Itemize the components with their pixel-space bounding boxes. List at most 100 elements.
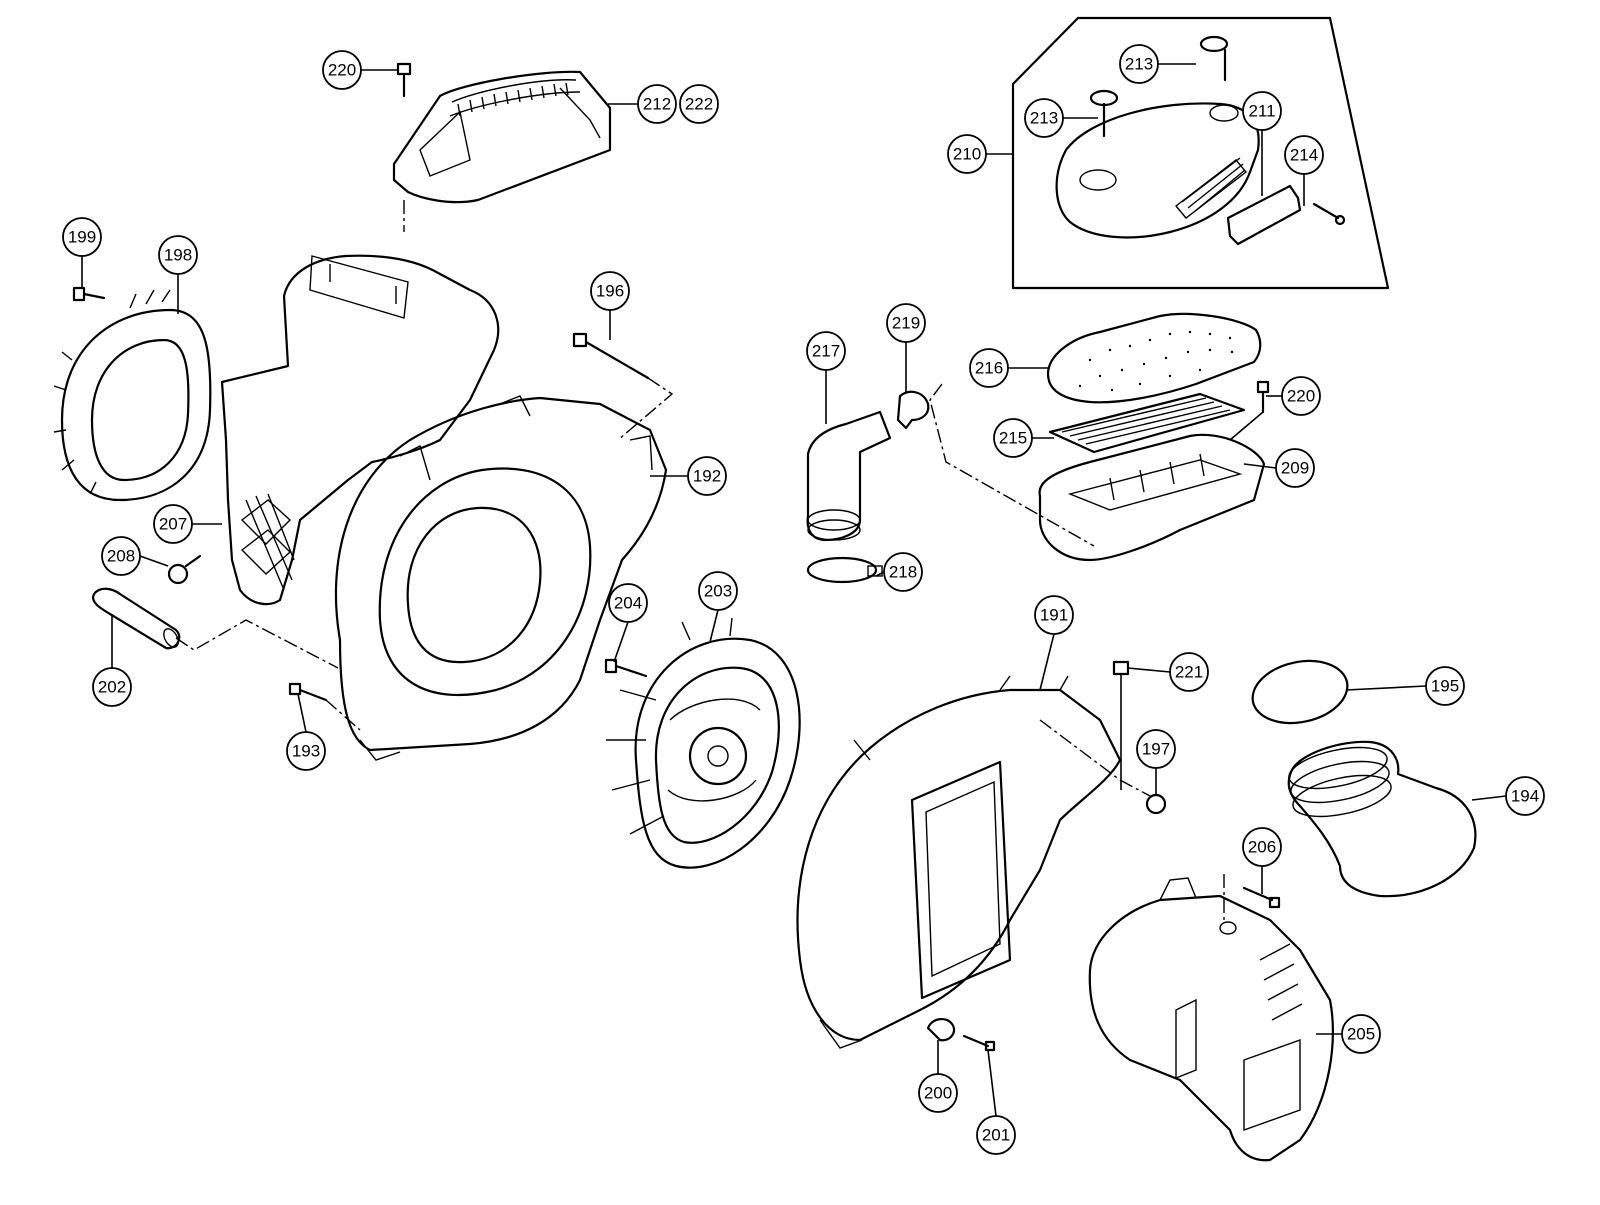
callout-202: 202 <box>92 667 132 707</box>
fan-203 <box>606 617 801 869</box>
air-cleaner-kit-frame <box>1011 16 1390 290</box>
housing-191 <box>796 675 1122 1049</box>
knob-bolt-b <box>1089 89 1119 138</box>
svg-text:196: 196 <box>596 282 624 301</box>
fan-cover-198 <box>53 289 212 502</box>
screw-199 <box>72 286 106 302</box>
svg-text:195: 195 <box>1431 677 1459 696</box>
callout-213-top: 213 <box>1119 44 1159 84</box>
elbow-194 <box>1287 740 1477 898</box>
svg-text:202: 202 <box>98 678 126 697</box>
o-ring-195 <box>1251 659 1349 725</box>
svg-text:197: 197 <box>1142 740 1170 759</box>
svg-text:219: 219 <box>892 314 920 333</box>
svg-text:210: 210 <box>953 145 981 164</box>
callout-206: 206 <box>1242 827 1282 867</box>
elbow-217 <box>806 410 892 542</box>
callout-218: 218 <box>883 552 923 592</box>
tube-202 <box>92 587 181 650</box>
callout-200: 200 <box>918 1073 958 1113</box>
svg-text:218: 218 <box>889 563 917 582</box>
duct-207 <box>220 254 500 606</box>
callout-217: 217 <box>806 331 846 371</box>
svg-text:194: 194 <box>1511 787 1539 806</box>
clip-200 <box>926 1018 956 1042</box>
screw-204 <box>604 658 648 678</box>
knob-bolt-a <box>1199 35 1229 82</box>
svg-text:201: 201 <box>982 1126 1010 1145</box>
callout-211: 211 <box>1242 91 1282 131</box>
filter-pad-211 <box>1226 184 1302 246</box>
filter-215 <box>1048 392 1246 454</box>
callout-209: 209 <box>1275 448 1315 488</box>
bolt-220-top <box>396 62 412 98</box>
callout-192: 192 <box>687 456 727 496</box>
callout-191: 191 <box>1034 595 1074 635</box>
ball-197 <box>1145 793 1167 815</box>
fan-housing-192 <box>334 395 668 761</box>
air-cleaner-cover <box>1055 102 1260 239</box>
screw-193 <box>288 682 328 702</box>
sponge-216 <box>1046 312 1262 404</box>
svg-text:193: 193 <box>292 742 320 761</box>
leader-lines <box>81 63 1507 1117</box>
svg-text:203: 203 <box>704 582 732 601</box>
nut-221 <box>1112 660 1130 676</box>
svg-text:207: 207 <box>159 515 187 534</box>
callout-193: 193 <box>286 731 326 771</box>
svg-text:220: 220 <box>328 61 356 80</box>
callout-216: 216 <box>969 348 1009 388</box>
callout-221: 221 <box>1169 652 1209 692</box>
callout-215: 215 <box>993 418 1033 458</box>
svg-text:221: 221 <box>1175 663 1203 682</box>
svg-text:191: 191 <box>1040 606 1068 625</box>
svg-text:204: 204 <box>614 594 642 613</box>
svg-text:208: 208 <box>107 547 135 566</box>
callout-201: 201 <box>976 1115 1016 1155</box>
callout-205: 205 <box>1341 1014 1381 1054</box>
svg-text:220: 220 <box>1287 387 1315 406</box>
callout-222: 222 <box>679 84 719 124</box>
svg-text:198: 198 <box>164 246 192 265</box>
callout-198: 198 <box>158 235 198 275</box>
callout-203: 203 <box>698 571 738 611</box>
callout-194: 194 <box>1505 776 1545 816</box>
callout-199: 199 <box>62 217 102 257</box>
screw-206 <box>1242 886 1281 909</box>
callout-220-top: 220 <box>322 50 362 90</box>
engine-cover-205 <box>1088 877 1335 1162</box>
svg-text:213: 213 <box>1125 55 1153 74</box>
svg-text:212: 212 <box>643 95 671 114</box>
bolt-220-filter <box>1256 380 1270 414</box>
callout-220-filter: 220 <box>1281 376 1321 416</box>
handle-212 <box>392 70 612 204</box>
air-cleaner-case-209 <box>1038 433 1266 562</box>
screw-214 <box>1312 202 1346 226</box>
callout-219: 219 <box>886 303 926 343</box>
svg-text:199: 199 <box>68 228 96 247</box>
callout-210: 210 <box>947 134 987 174</box>
clamp-218 <box>806 556 883 584</box>
callout-195: 195 <box>1425 666 1465 706</box>
clamp-219 <box>896 390 930 430</box>
callout-197: 197 <box>1136 729 1176 769</box>
svg-text:200: 200 <box>924 1084 952 1103</box>
callout-214: 214 <box>1284 135 1324 175</box>
svg-text:209: 209 <box>1281 459 1309 478</box>
svg-text:206: 206 <box>1248 838 1276 857</box>
svg-text:215: 215 <box>999 429 1027 448</box>
screw-201 <box>962 1034 996 1052</box>
callout-204: 204 <box>608 583 648 623</box>
svg-text:213: 213 <box>1030 109 1058 128</box>
bolt-196 <box>572 332 650 380</box>
svg-text:216: 216 <box>975 359 1003 378</box>
svg-text:217: 217 <box>812 342 840 361</box>
clip-208 <box>167 554 202 585</box>
callout-213-left: 213 <box>1024 98 1064 138</box>
callout-207: 207 <box>153 504 193 544</box>
svg-text:214: 214 <box>1290 146 1318 165</box>
svg-text:211: 211 <box>1248 102 1275 121</box>
callout-212: 212 <box>637 84 677 124</box>
callout-208: 208 <box>101 536 141 576</box>
